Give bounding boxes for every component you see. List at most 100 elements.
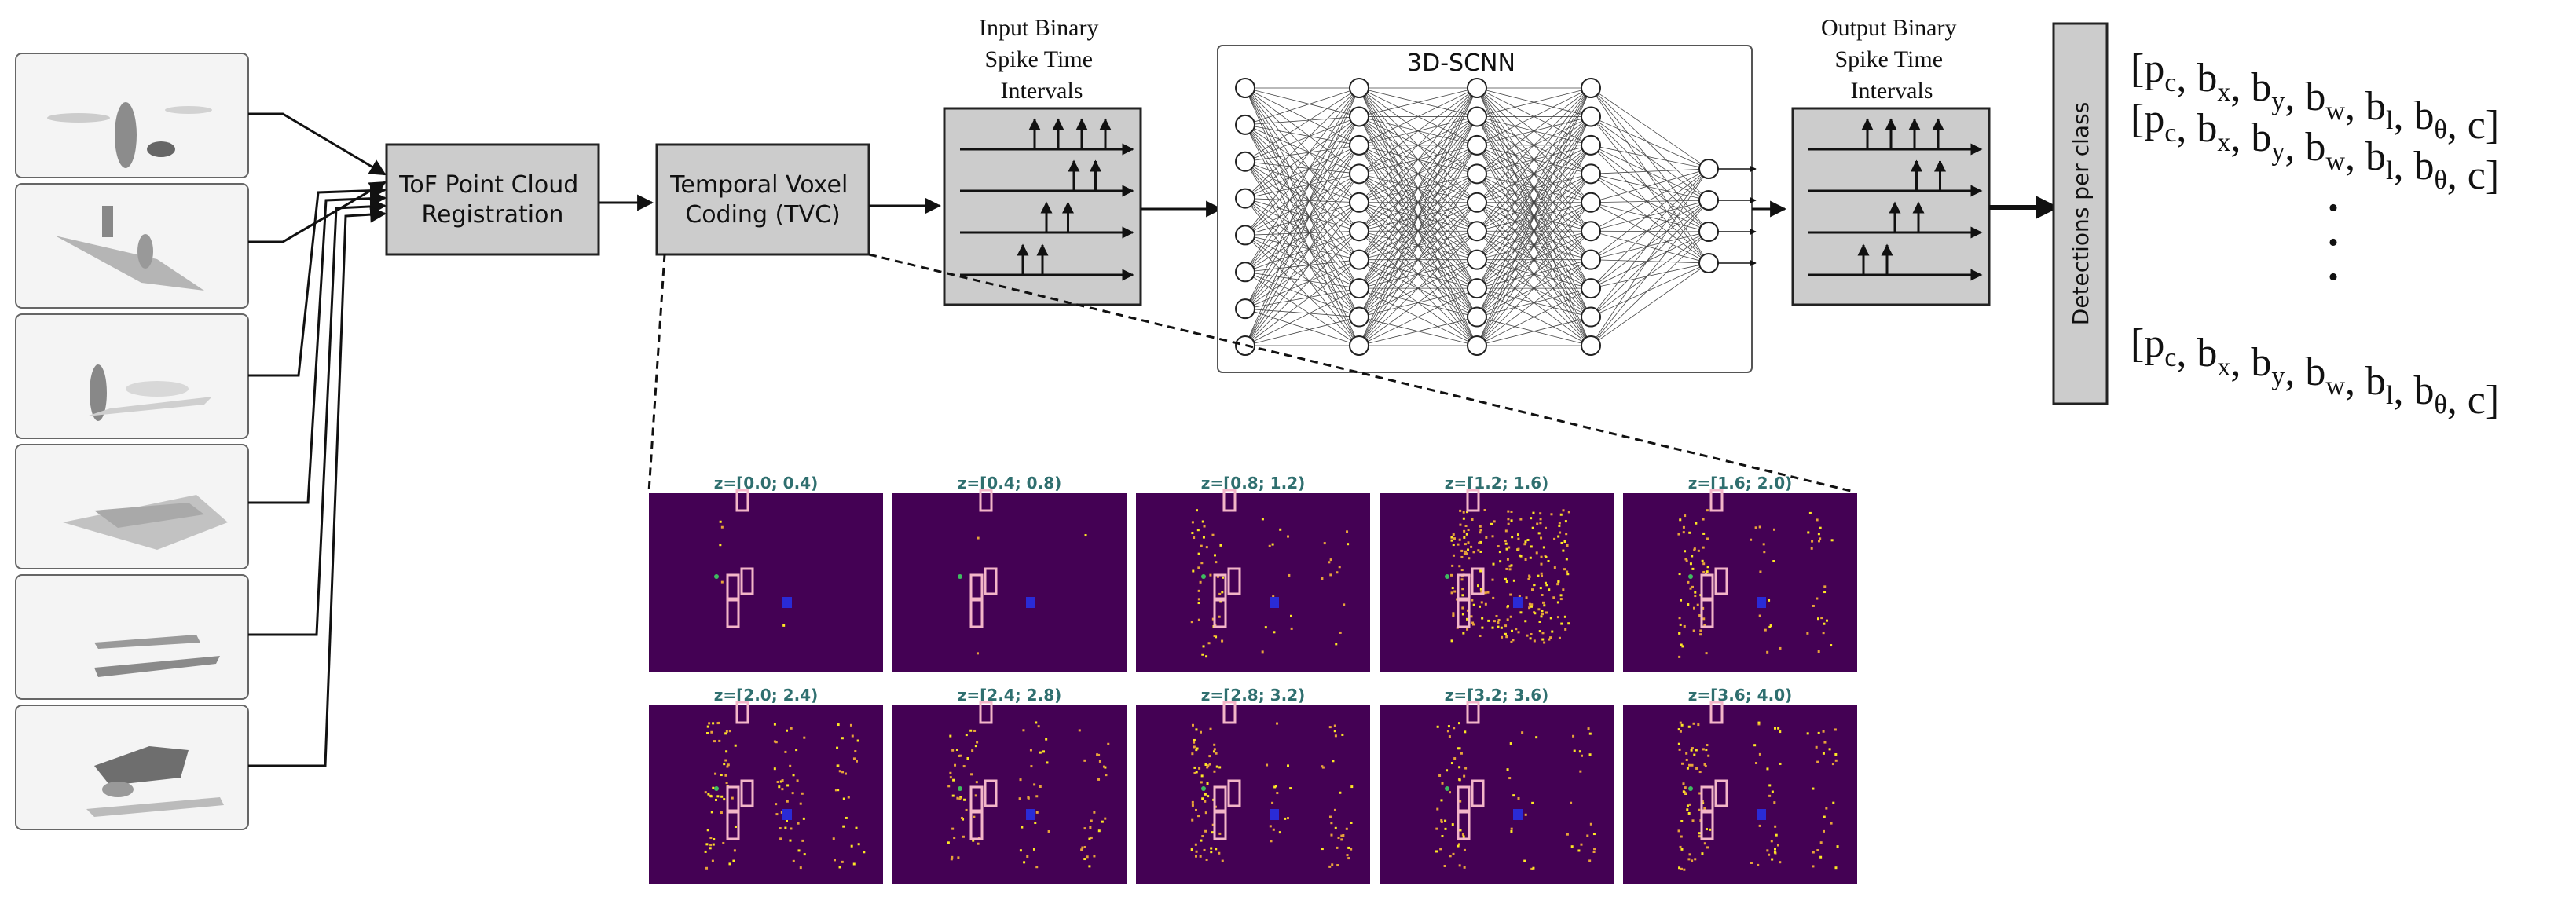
- voxel-point: [1453, 590, 1457, 593]
- voxel-point: [1773, 851, 1776, 854]
- network-edge: [1476, 87, 1592, 117]
- voxel-slice-grid: z=[0.0; 0.4)z=[0.4; 0.8)z=[0.8; 1.2)z=[1…: [649, 474, 1857, 884]
- voxel-point: [1680, 867, 1683, 870]
- voxel-point: [1331, 863, 1334, 866]
- voxel-point: [1470, 545, 1473, 548]
- bounding-box: [969, 811, 984, 840]
- voxel-point: [725, 782, 728, 785]
- voxel-point: [775, 813, 779, 816]
- voxel-point: [1679, 623, 1682, 626]
- voxel-point: [1021, 826, 1024, 829]
- voxel-point: [1691, 747, 1694, 750]
- voxel-point: [1479, 588, 1482, 591]
- voxel-point: [1450, 536, 1453, 539]
- voxel-point: [1679, 721, 1682, 724]
- voxel-point: [1682, 531, 1685, 534]
- voxel-point: [959, 796, 962, 799]
- network-edge: [1358, 87, 1478, 232]
- voxel-point: [1081, 846, 1084, 849]
- voxel-point: [1683, 868, 1686, 871]
- voxel-point: [1508, 546, 1511, 549]
- network-edge: [1590, 200, 1709, 203]
- voxel-point: [1679, 518, 1682, 522]
- voxel-point: [1512, 794, 1515, 797]
- voxel-point: [1698, 792, 1702, 795]
- voxel-point: [1677, 742, 1680, 745]
- voxel-point: [1093, 855, 1096, 858]
- neuron-node: [1467, 106, 1487, 127]
- voxel-point: [845, 816, 848, 819]
- voxel-point: [1096, 753, 1099, 756]
- network-edge: [1244, 198, 1360, 289]
- blue-object: [1757, 809, 1766, 820]
- voxel-point: [1517, 537, 1520, 540]
- voxel-point: [803, 736, 806, 739]
- voxel-point: [1537, 532, 1541, 535]
- network-edge: [1244, 161, 1360, 346]
- voxel-point: [716, 722, 720, 725]
- network-edge: [1590, 231, 1709, 317]
- voxel-point: [1321, 765, 1324, 768]
- voxel-point: [1515, 628, 1518, 631]
- voxel-point: [1507, 510, 1510, 513]
- network-edge: [1476, 87, 1592, 174]
- blue-object: [1270, 809, 1279, 820]
- voxel-slice: z=[2.8; 3.2): [1136, 686, 1370, 884]
- network-edge: [1476, 87, 1592, 289]
- voxel-point: [1693, 547, 1696, 551]
- voxel-point: [1812, 604, 1815, 607]
- voxel-point: [1284, 817, 1287, 820]
- voxel-point: [1444, 827, 1447, 830]
- output-vector: [pc, bx, by, bw, bl, bθ, c]: [2131, 97, 2499, 198]
- voxel-point: [1545, 584, 1548, 587]
- network-edge: [1244, 174, 1360, 309]
- voxel-slice: z=[1.2; 1.6): [1380, 474, 1614, 672]
- vector-term: , b: [2345, 84, 2386, 129]
- voxel-point: [1478, 541, 1481, 544]
- voxel-point: [1334, 734, 1337, 738]
- voxel-point: [1685, 752, 1688, 755]
- voxel-point: [720, 774, 723, 777]
- voxel-point: [1530, 603, 1534, 606]
- voxel-point: [1202, 536, 1205, 539]
- voxel-point: [1205, 655, 1208, 658]
- bounding-box: [979, 489, 993, 512]
- voxel-point: [1261, 650, 1264, 654]
- input-caption-line-1: Input Binary: [979, 15, 1098, 41]
- network-edge: [1590, 116, 1709, 170]
- voxel-point: [837, 723, 840, 727]
- voxel-point: [731, 796, 734, 800]
- voxel-point: [1471, 518, 1474, 521]
- voxel-point: [1526, 538, 1530, 541]
- network-edge: [1244, 271, 1360, 289]
- ellipsis-dot: .: [2328, 207, 2339, 255]
- network-edge: [1244, 174, 1360, 273]
- voxel-point: [734, 744, 737, 747]
- tvc-label-line-2: Coding (TVC): [685, 201, 840, 229]
- voxel-point: [1766, 650, 1769, 654]
- voxel-point: [1823, 829, 1826, 833]
- voxel-point: [1693, 753, 1696, 756]
- voxel-point: [1218, 592, 1222, 595]
- voxel-point: [1450, 573, 1453, 577]
- zoom-line-left: [647, 254, 666, 492]
- bounding-box: [969, 785, 984, 812]
- bounding-box: [1457, 785, 1471, 812]
- neuron-node: [1581, 134, 1601, 156]
- voxel-point: [1287, 535, 1290, 538]
- network-edge: [1244, 230, 1360, 346]
- voxel-point: [1451, 823, 1454, 826]
- blue-object: [782, 597, 792, 608]
- voxel-point: [856, 739, 859, 742]
- voxel-point: [1479, 569, 1482, 573]
- voxel-point: [1586, 834, 1589, 837]
- voxel-point: [1768, 853, 1771, 856]
- voxel-point: [1698, 614, 1702, 617]
- neuron-node: [1349, 163, 1369, 185]
- voxel-point: [1524, 558, 1527, 562]
- voxel-point: [1450, 539, 1453, 542]
- voxel-point: [1213, 554, 1216, 557]
- voxel-point: [1209, 727, 1212, 730]
- voxel-point: [1757, 723, 1761, 726]
- voxel-point: [727, 763, 730, 767]
